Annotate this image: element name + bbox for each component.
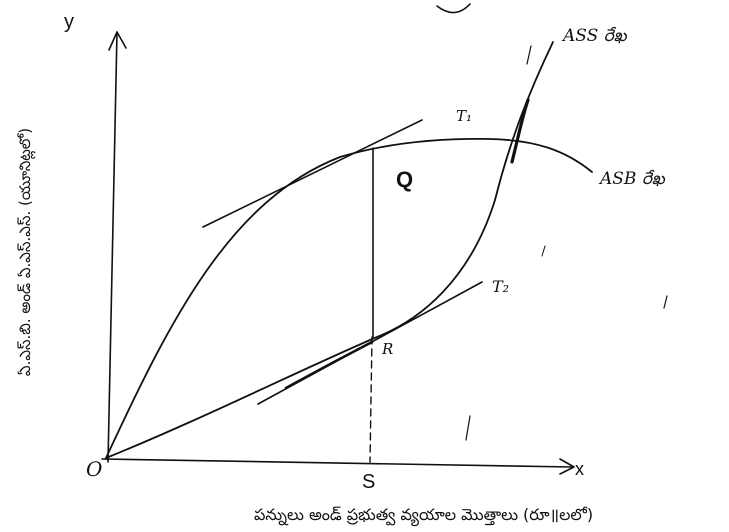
- r-s-dashed-line: [369, 336, 373, 463]
- y-axis-title: ఏ.ఎస్.బి. అండ్ ఏ.ఎస్.ఎస్. (యూనిట్లలో): [16, 128, 36, 376]
- y-axis-arrowhead: [108, 31, 127, 51]
- ass-curve: [105, 41, 554, 459]
- stray-mark-3: [663, 295, 668, 309]
- x-axis-arrowhead: [559, 458, 575, 475]
- y-axis-letter: y: [64, 11, 74, 33]
- point-q-label: Q: [396, 167, 413, 192]
- asb-curve-label: ASB రేఖ: [598, 169, 666, 189]
- top-stray-mark: [436, 3, 471, 14]
- x-axis: [101, 458, 573, 468]
- tangent-t2-heavy-stroke: [284, 340, 374, 390]
- stray-mark-1: [526, 45, 532, 65]
- tangent-t1: [202, 119, 423, 228]
- ass-curve-heavy-stroke: [510, 98, 530, 164]
- x-axis-title: పన్నులు అండ్ ప్రభుత్వ వ్యయాల మొత్తాలు (ర…: [254, 505, 593, 527]
- point-r-label: R: [381, 340, 393, 358]
- ass-curve-label: ASS రేఖ: [561, 26, 628, 46]
- origin-label: O: [86, 457, 102, 481]
- x-axis-letter: x: [575, 459, 584, 479]
- y-axis: [107, 31, 118, 463]
- stray-mark-2: [465, 415, 471, 441]
- stray-mark-4: [541, 245, 546, 257]
- point-s-label: S: [362, 471, 375, 493]
- asb-curve: [105, 138, 593, 459]
- tangent-t1-label: T₁: [456, 107, 472, 125]
- tangent-t2-label: T₂: [492, 277, 509, 296]
